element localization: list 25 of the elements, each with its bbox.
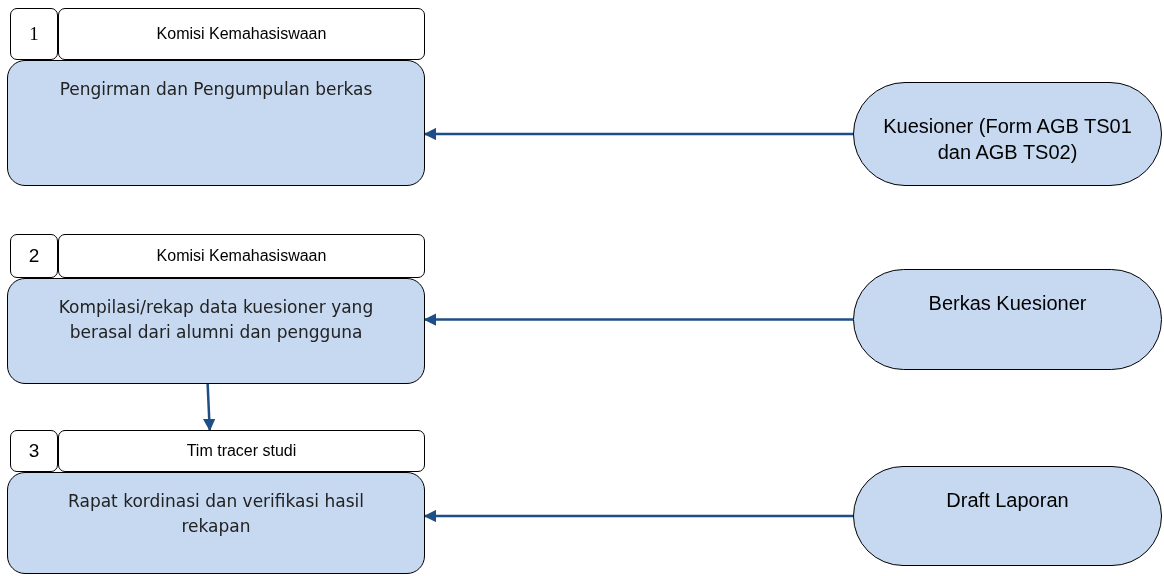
process-text: Pengirman dan Pengumpulan berkas	[59, 78, 373, 101]
arrow	[423, 313, 853, 326]
process-box	[7, 60, 425, 186]
step-number-text: 2	[28, 245, 40, 267]
document-text: Draft Laporan	[946, 488, 1069, 513]
step-number	[10, 430, 58, 472]
role-header	[58, 430, 425, 472]
process-box	[7, 278, 425, 384]
role-header	[58, 8, 425, 60]
document-text: Berkas Kuesioner	[928, 291, 1087, 316]
process-text: Rapat kordinasi dan verifikasi hasil rekapan	[67, 490, 365, 538]
arrow	[423, 509, 853, 523]
document-text: Kuesioner (Form AGB TS01 dan AGB TS02)	[882, 114, 1133, 165]
role-text: Komisi Kemahasiswaan	[156, 25, 327, 43]
process-text: Kompilasi/rekap data kuesioner yang berasal dari alumni dan pengguna	[57, 296, 375, 344]
step-number	[10, 234, 58, 278]
step-number-text: 3	[28, 440, 40, 462]
role-header	[58, 234, 425, 278]
step-number-text: 1	[29, 23, 39, 45]
arrow	[423, 127, 853, 141]
role-text: Tim tracer studi	[186, 442, 297, 460]
step-number	[10, 8, 58, 60]
role-text: Komisi Kemahasiswaan	[156, 247, 327, 265]
arrow	[203, 383, 216, 432]
process-box	[7, 472, 425, 574]
